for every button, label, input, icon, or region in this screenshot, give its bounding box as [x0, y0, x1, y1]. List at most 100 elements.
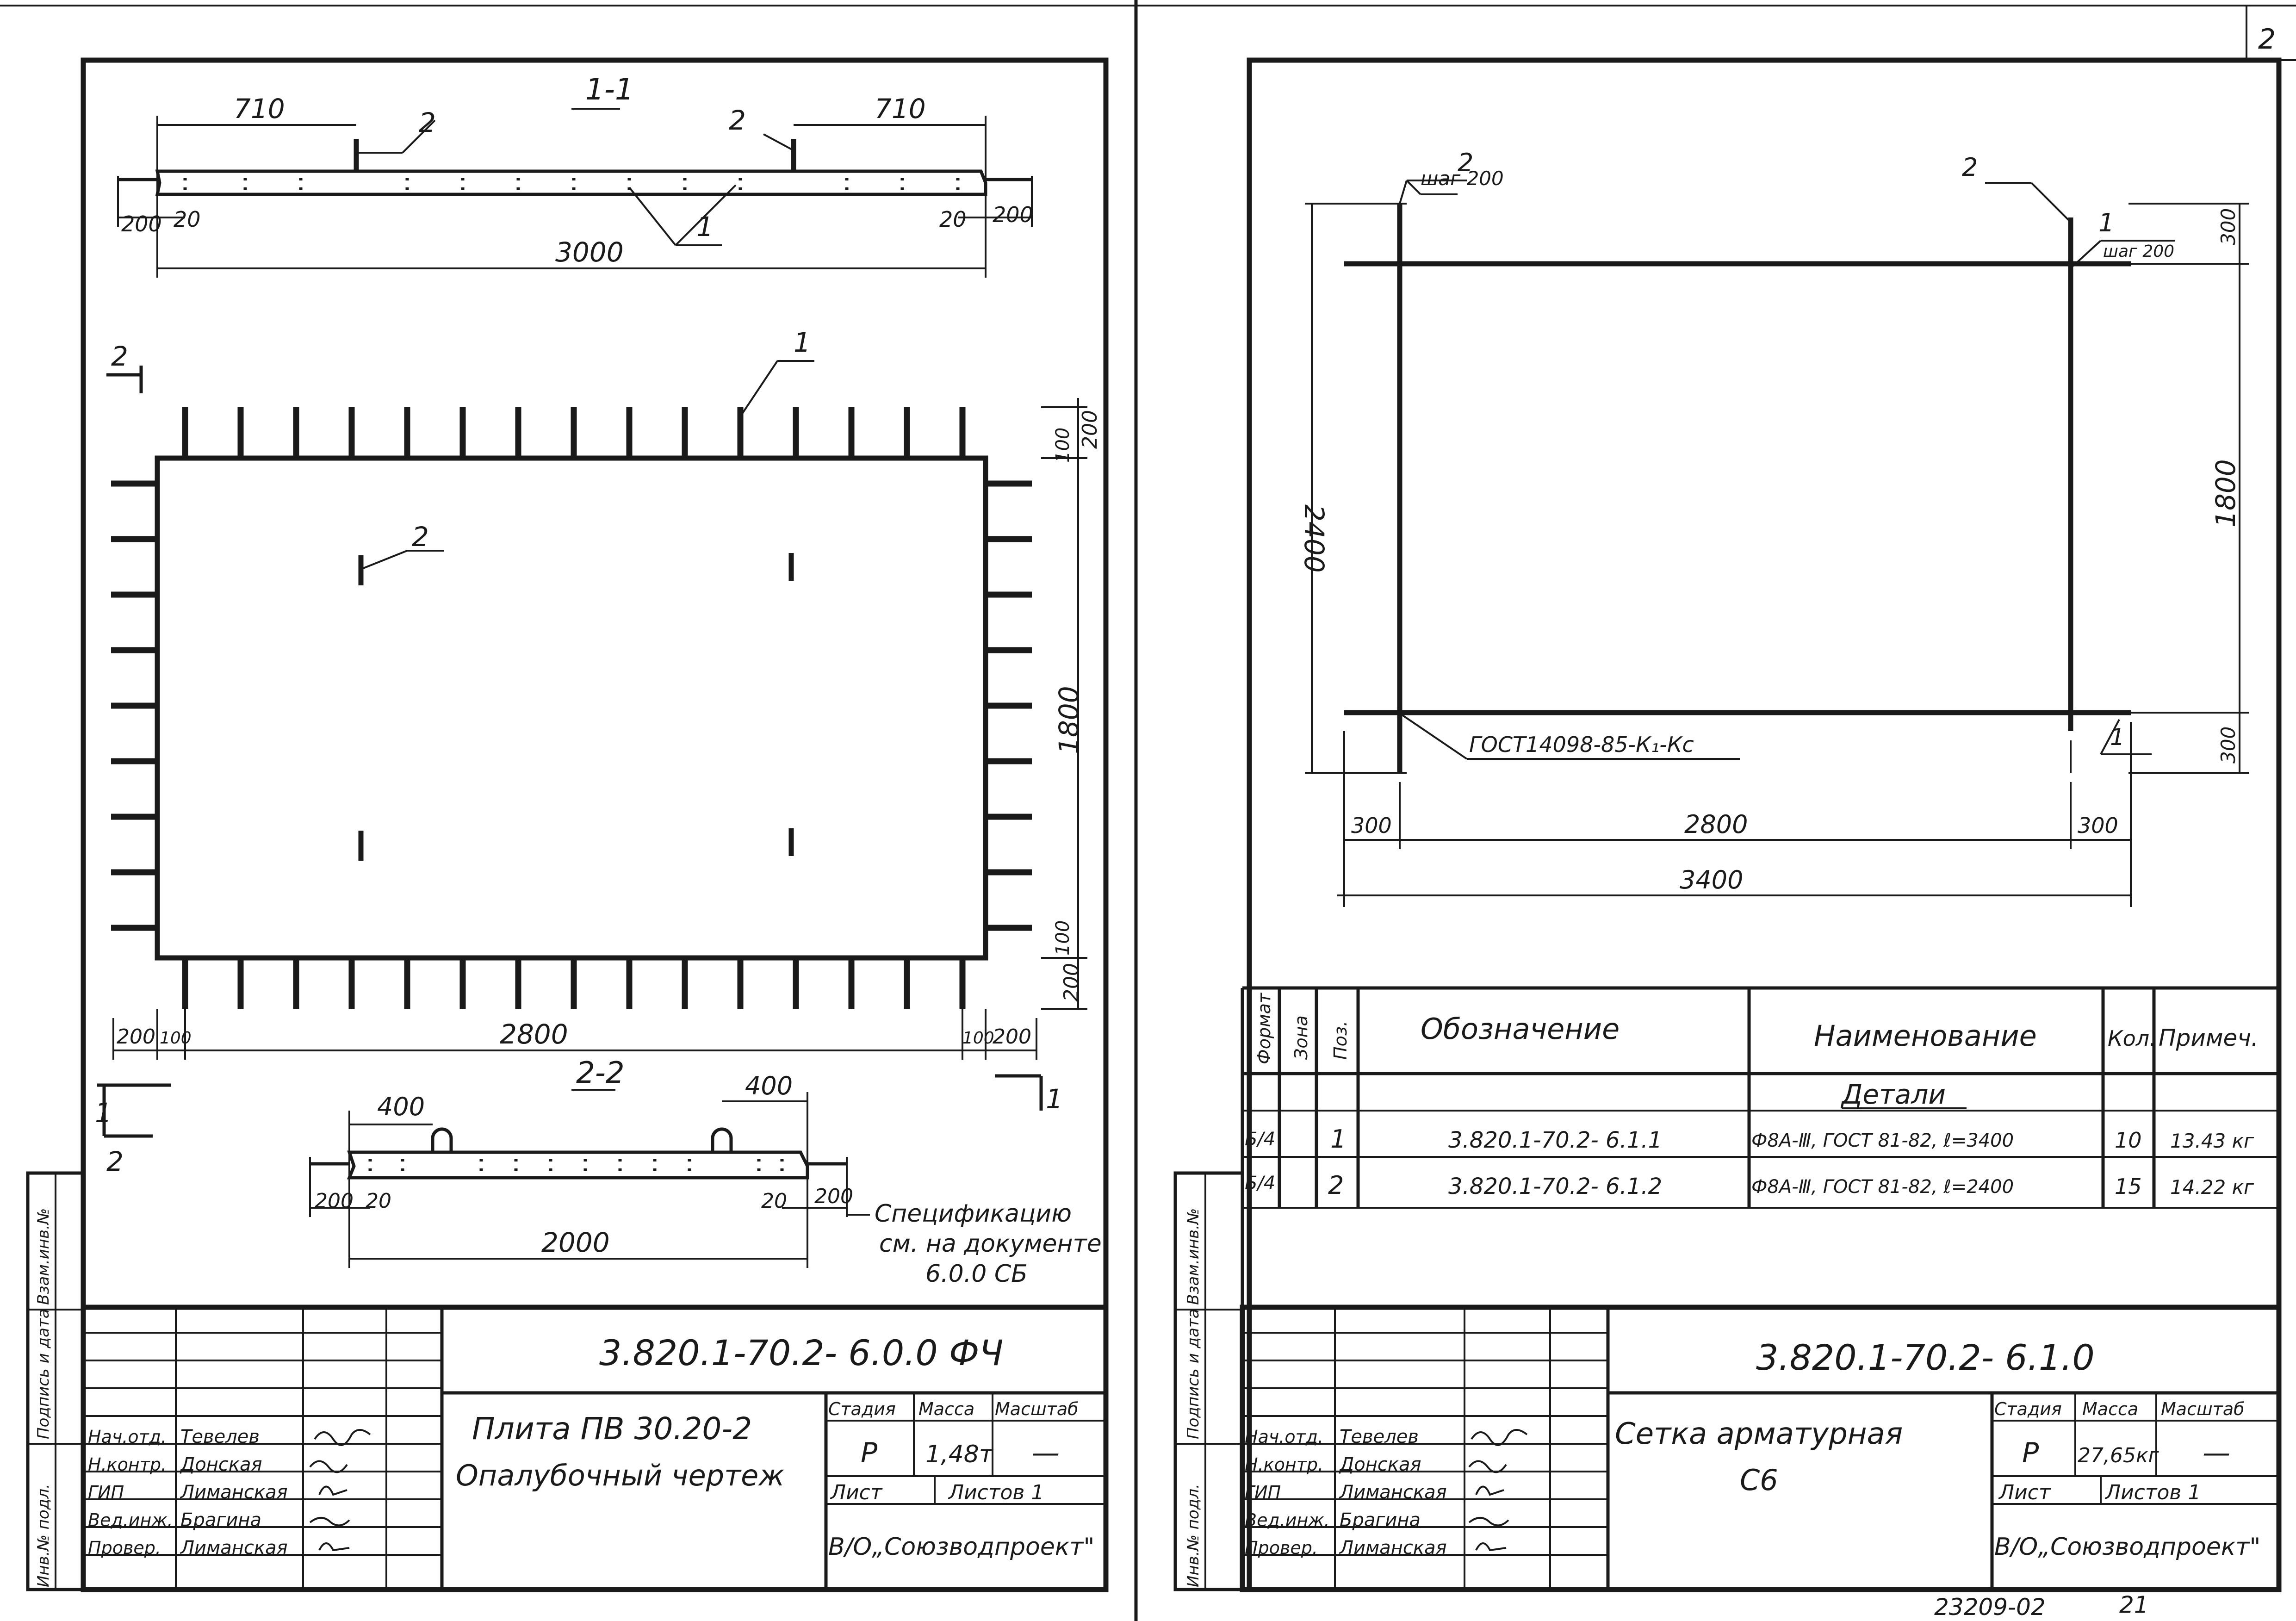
svg-text:—: — [1032, 1437, 1060, 1469]
svg-text:100: 100 [962, 1029, 994, 1048]
svg-text:Кол.: Кол. [2108, 1026, 2156, 1051]
left-side-strip: Инв.№ подл. Подпись и дата Взам.инв.№ [26, 1171, 85, 1591]
spec-table: Формат Зона Поз. Обозначение Наименовани… [1241, 986, 2279, 1209]
svg-text:15: 15 [2115, 1174, 2142, 1199]
svg-text:Провер.: Провер. [1245, 1538, 1318, 1558]
title-line2: С6 [1740, 1463, 1778, 1497]
svg-text:200: 200 [315, 1189, 354, 1213]
svg-text:Б/4: Б/4 [1245, 1173, 1275, 1194]
svg-text:Провер.: Провер. [88, 1538, 161, 1558]
svg-text:2: 2 [729, 105, 746, 136]
svg-text:Взам.инв.№: Взам.инв.№ [34, 1208, 53, 1305]
section-2-2: 2-2 400 400 2 [309, 1056, 853, 1268]
svg-text:Листов 1: Листов 1 [2104, 1481, 2201, 1504]
dim-710-right: 710 [875, 93, 926, 124]
svg-text:Н.контр.: Н.контр. [88, 1454, 167, 1475]
slab-section-2-2 [347, 1150, 809, 1180]
slab-section-1-1 [155, 169, 987, 196]
svg-text:Стадия: Стадия [1994, 1399, 2062, 1419]
svg-text:300: 300 [2217, 727, 2240, 764]
col-designation: Обозначение [1421, 1012, 1620, 1046]
title-line1: Плита ПВ 30.20-2 [472, 1411, 752, 1447]
svg-text:300: 300 [2217, 208, 2240, 245]
svg-text:2: 2 [111, 341, 128, 372]
archive-number: 23209-02 [1934, 1594, 2046, 1621]
left-sheet: 1-1 [26, 57, 1109, 1592]
signatures-right [1468, 1429, 1528, 1552]
svg-text:2: 2 [106, 1146, 124, 1177]
svg-text:1: 1 [2110, 724, 2125, 751]
svg-text:200: 200 [814, 1185, 853, 1208]
svg-text:Подпись и дата: Подпись и дата [1184, 1309, 1203, 1439]
svg-text:1: 1 [2098, 208, 2114, 237]
svg-text:1: 1 [696, 211, 714, 242]
svg-text:Р: Р [2022, 1437, 2039, 1469]
dim-2800-plan: 2800 [500, 1019, 568, 1050]
table-row: Б/4 2 3.820.1-70.2- 6.1.2 Ф8А-Ⅲ, ГОСТ 81… [1245, 1171, 2254, 1200]
svg-text:Н.контр.: Н.контр. [1245, 1454, 1323, 1475]
section-details: Детали [1840, 1079, 1946, 1110]
svg-text:Нач.отд.: Нач.отд. [88, 1427, 167, 1447]
svg-text:Листов 1: Листов 1 [948, 1481, 1044, 1504]
svg-text:200: 200 [121, 211, 162, 236]
svg-text:1: 1 [1330, 1124, 1346, 1154]
svg-text:Примеч.: Примеч. [2159, 1025, 2259, 1051]
dim-710-left: 710 [234, 93, 285, 124]
rebar-ends-bottom [182, 958, 966, 1009]
lifting-loops-plan [358, 553, 794, 861]
svg-text:Инв.№ подл.: Инв.№ подл. [1184, 1484, 1203, 1587]
svg-text:20: 20 [174, 207, 201, 232]
svg-text:2: 2 [1962, 153, 1978, 182]
svg-text:13.43 кг: 13.43 кг [2170, 1130, 2254, 1152]
svg-text:300: 300 [2078, 813, 2118, 838]
svg-text:ГИП: ГИП [1245, 1482, 1281, 1503]
svg-text:Вед.инж.: Вед.инж. [1245, 1510, 1330, 1530]
svg-text:Лиманская: Лиманская [180, 1537, 288, 1559]
svg-text:3.820.1-70.2- 6.1.2: 3.820.1-70.2- 6.1.2 [1448, 1174, 1662, 1199]
svg-text:2: 2 [419, 107, 436, 138]
svg-text:10: 10 [2115, 1128, 2142, 1153]
svg-text:Брагина: Брагина [180, 1509, 261, 1531]
svg-text:200: 200 [1078, 410, 1102, 449]
section-2-2-label: 2-2 [576, 1056, 625, 1090]
left-title-block: 3.820.1-70.2- 6.0.0 ФЧ Плита ПВ 30.20-2 … [81, 1304, 1109, 1592]
gost-callout: ГОСТ14098-85-К₁-Кс [1469, 732, 1694, 757]
dim-3000: 3000 [555, 236, 624, 268]
svg-text:Масса: Масса [2082, 1399, 2138, 1419]
svg-text:20: 20 [366, 1189, 391, 1213]
svg-text:Брагина: Брагина [1340, 1509, 1421, 1531]
org-name: В/О„Союзводпроект" [1994, 1533, 2260, 1561]
svg-text:шаг 200: шаг 200 [2103, 242, 2174, 261]
mesh-drawing: шаг 200 2 2 1 шаг 200 2400 300 1800 300 [1298, 148, 2249, 907]
svg-text:Подпись и дата: Подпись и дата [34, 1309, 53, 1439]
svg-text:Ф8А-Ⅲ, ГОСТ 81-82, ℓ=2400: Ф8А-Ⅲ, ГОСТ 81-82, ℓ=2400 [1751, 1176, 2014, 1198]
rebar-dots-1-1 [183, 178, 960, 190]
rebar-ends-right [986, 480, 1032, 931]
svg-text:100: 100 [1052, 428, 1074, 463]
svg-text:2: 2 [412, 521, 429, 553]
svg-text:2: 2 [1328, 1171, 1344, 1200]
dim-1800-mesh: 1800 [2210, 459, 2241, 528]
svg-text:3.820.1-70.2- 6.1.1: 3.820.1-70.2- 6.1.1 [1448, 1127, 1662, 1153]
svg-text:Донская: Донская [180, 1454, 262, 1475]
svg-text:шаг 200: шаг 200 [1421, 167, 1504, 190]
table-row: Б/4 1 3.820.1-70.2- 6.1.1 Ф8А-Ⅲ, ГОСТ 81… [1245, 1124, 2254, 1154]
svg-text:см. на документе: см. на документе [879, 1230, 1102, 1258]
title-line1: Сетка арматурная [1615, 1417, 1903, 1451]
right-sheet: 2 шаг 200 2 2 1 шаг 200 2400 [1173, 6, 2296, 1621]
dim-1800-plan: 1800 [1053, 686, 1085, 754]
svg-text:Ф8А-Ⅲ, ГОСТ 81-82, ℓ=3400: Ф8А-Ⅲ, ГОСТ 81-82, ℓ=3400 [1751, 1130, 2014, 1151]
svg-text:20: 20 [761, 1189, 787, 1213]
dim-2800-mesh: 2800 [1684, 810, 1748, 839]
svg-text:Лиманская: Лиманская [1339, 1482, 1447, 1503]
svg-text:300: 300 [1351, 813, 1392, 838]
svg-text:Взам.инв.№: Взам.инв.№ [1184, 1208, 1203, 1305]
loop-2-2-right [711, 1127, 733, 1152]
svg-text:400: 400 [745, 1071, 793, 1100]
plan-view: 2 1 2 1 2 1 200 100 2800 100 200 100 [95, 327, 1102, 1177]
dim-3400: 3400 [1680, 865, 1743, 894]
right-title-block: 3.820.1-70.2- 6.1.0 Сетка арматурная С6 … [1240, 1304, 2282, 1592]
loop-2-2-left [431, 1127, 453, 1152]
svg-text:Лист: Лист [830, 1481, 883, 1504]
